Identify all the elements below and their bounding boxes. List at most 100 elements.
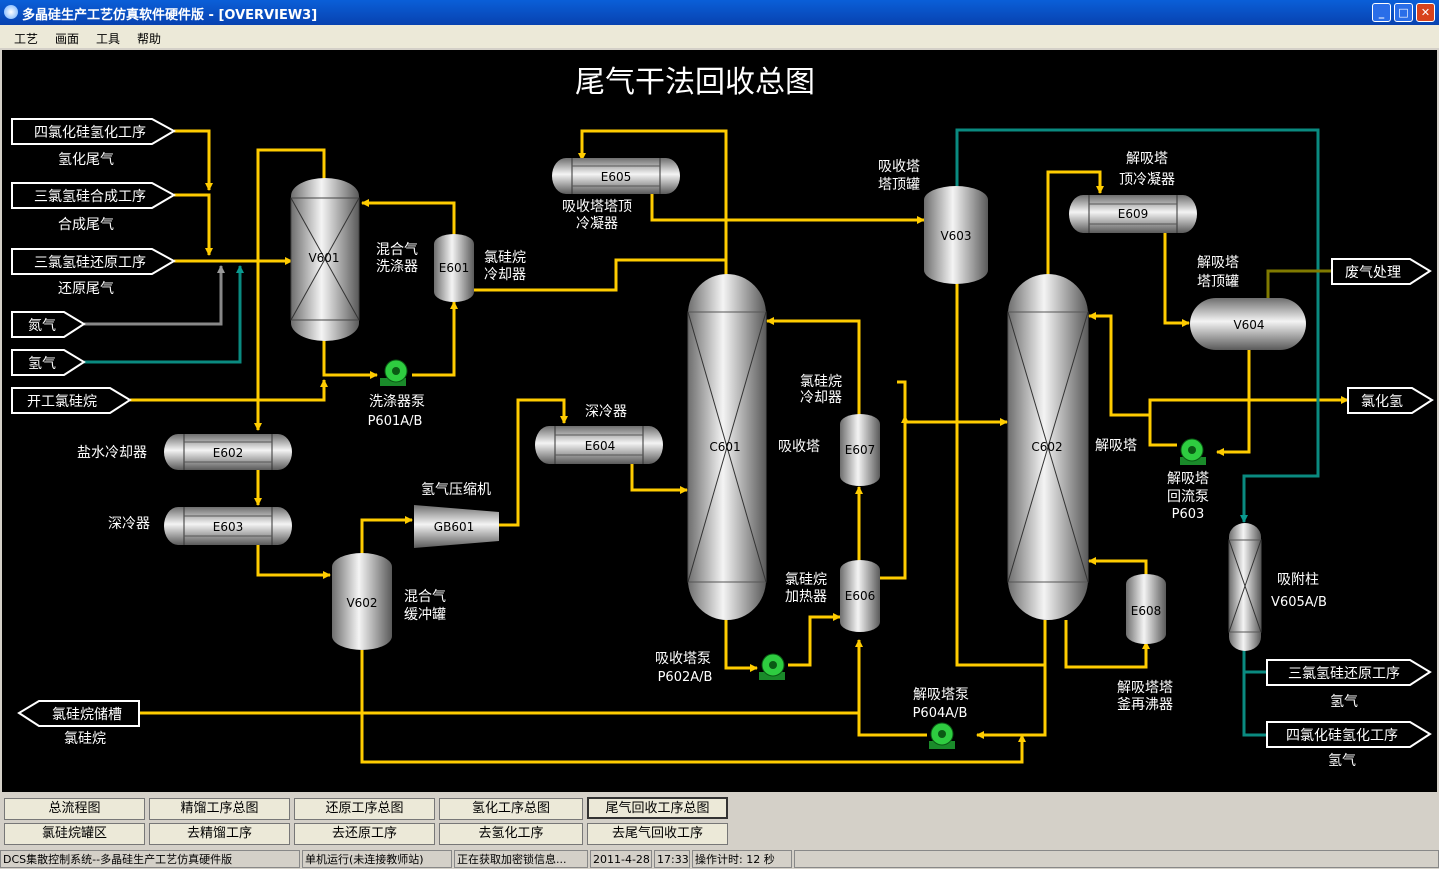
svg-text:E607: E607 bbox=[845, 443, 876, 457]
label-brine-cooler: 盐水冷却器 bbox=[77, 445, 147, 461]
output-tag-hcl: 氯化氢 bbox=[1347, 387, 1434, 414]
svg-text:三氯氢硅还原工序: 三氯氢硅还原工序 bbox=[1288, 666, 1400, 682]
svg-text:四氯化硅氢化工序: 四氯化硅氢化工序 bbox=[34, 125, 146, 141]
output-tag-chlorosilane-tank: 氯硅烷储槽 bbox=[17, 700, 140, 727]
label-e608-2: 釜再沸器 bbox=[1117, 697, 1173, 713]
nav-goto-hydrogenation[interactable]: 去氢化工序 bbox=[439, 823, 583, 845]
nav-goto-tail-gas[interactable]: 去尾气回收工序 bbox=[587, 823, 728, 845]
label-p603-2: 回流泵 bbox=[1167, 489, 1209, 505]
diagram-title: 尾气干法回收总图 bbox=[575, 65, 815, 100]
svg-text:E602: E602 bbox=[213, 446, 244, 460]
label-compressor: 氢气压缩机 bbox=[421, 482, 491, 498]
label-deep-cooler-1: 深冷器 bbox=[108, 516, 150, 532]
e603-deep-cooler[interactable]: E603 bbox=[164, 507, 292, 545]
nav-overall-flow[interactable]: 总流程图 bbox=[4, 798, 145, 820]
label-desorber: 解吸塔 bbox=[1095, 438, 1137, 454]
svg-text:E609: E609 bbox=[1118, 207, 1149, 221]
input-tag-reduction: 三氯氢硅还原工序 bbox=[11, 248, 177, 275]
svg-text:E601: E601 bbox=[439, 261, 470, 275]
pump-p601-icon[interactable] bbox=[380, 359, 408, 386]
svg-text:GB601: GB601 bbox=[434, 520, 474, 534]
input-tag-hydrogen: 氢气 bbox=[11, 349, 86, 376]
minimize-button[interactable]: _ bbox=[1372, 3, 1391, 22]
label-e607-2: 冷却器 bbox=[800, 390, 842, 406]
label-v602-1: 混合气 bbox=[404, 589, 446, 605]
status-mode: 单机运行(未连接教师站) bbox=[302, 850, 452, 868]
menu-process[interactable]: 工艺 bbox=[14, 32, 39, 46]
app-icon bbox=[4, 5, 18, 19]
e605-condenser[interactable]: E605 bbox=[552, 158, 680, 194]
status-empty bbox=[794, 850, 1439, 868]
v603-top-tank[interactable]: V603 bbox=[924, 186, 988, 284]
svg-text:三氯氢硅合成工序: 三氯氢硅合成工序 bbox=[34, 189, 146, 205]
label-v604-1: 解吸塔 bbox=[1197, 255, 1239, 271]
label-e605-1: 吸收塔塔顶 bbox=[562, 199, 632, 215]
c602-desorber[interactable]: C602 bbox=[1007, 274, 1089, 620]
menu-help[interactable]: 帮助 bbox=[137, 32, 162, 46]
nav-hydrogenation[interactable]: 氢化工序总图 bbox=[439, 798, 583, 820]
label-v601-2: 洗涤器 bbox=[376, 259, 418, 275]
c601-absorber[interactable]: C601 bbox=[687, 274, 767, 620]
svg-text:氯硅烷储槽: 氯硅烷储槽 bbox=[52, 707, 122, 723]
svg-text:C602: C602 bbox=[1031, 440, 1062, 454]
svg-text:氢气: 氢气 bbox=[28, 356, 56, 372]
nav-goto-reduction[interactable]: 去还原工序 bbox=[294, 823, 435, 845]
status-lock: 正在获取加密锁信息... bbox=[454, 850, 588, 868]
v603-to-v605-pipe bbox=[955, 128, 1320, 523]
e607-cooler[interactable]: E607 bbox=[840, 414, 880, 486]
v604-top-tank[interactable]: V604 bbox=[1190, 298, 1306, 350]
svg-text:V602: V602 bbox=[346, 596, 377, 610]
status-system: DCS集散控制系统--多晶硅生产工艺仿真硬件版 bbox=[0, 850, 300, 868]
pump-p602-icon[interactable] bbox=[759, 653, 785, 680]
nav-goto-rectification[interactable]: 去精馏工序 bbox=[149, 823, 290, 845]
v601-washer[interactable]: V601 bbox=[290, 178, 360, 341]
label-v601-1: 混合气 bbox=[376, 242, 418, 258]
nav-rectification[interactable]: 精馏工序总图 bbox=[149, 798, 290, 820]
status-time: 17:33 bbox=[654, 850, 690, 868]
e606-heater[interactable]: E606 bbox=[840, 560, 880, 632]
label-e601-1: 氯硅烷 bbox=[484, 250, 526, 266]
process-svg: 尾气干法回收总图 bbox=[11, 65, 1434, 769]
nav-tail-gas-recovery[interactable]: 尾气回收工序总图 bbox=[587, 797, 728, 819]
label-v603-1: 吸收塔 bbox=[878, 159, 920, 175]
menu-tools[interactable]: 工具 bbox=[96, 32, 121, 46]
waste-gas-pipe bbox=[1266, 269, 1332, 298]
e609-condenser[interactable]: E609 bbox=[1069, 195, 1197, 233]
label-e606-1: 氯硅烷 bbox=[785, 572, 827, 588]
v602-buffer-tank[interactable]: V602 bbox=[332, 553, 392, 650]
label-p604-2: P604A/B bbox=[913, 706, 968, 721]
svg-text:C601: C601 bbox=[709, 440, 740, 454]
label-out-h2-2: 氢气 bbox=[1328, 753, 1356, 769]
label-deep-cooler-2: 深冷器 bbox=[585, 404, 627, 420]
label-v605-2: V605A/B bbox=[1271, 595, 1327, 610]
process-diagram: 尾气干法回收总图 bbox=[2, 50, 1437, 792]
status-date: 2011-4-28 bbox=[590, 850, 652, 868]
window-title: 多晶硅生产工艺仿真软件硬件版 - [OVERVIEW3] bbox=[22, 8, 318, 23]
e602-brine-cooler[interactable]: E602 bbox=[164, 434, 292, 470]
maximize-button[interactable]: □ bbox=[1394, 3, 1413, 22]
label-hydro-tail: 氢化尾气 bbox=[58, 152, 114, 168]
menu-screen[interactable]: 画面 bbox=[55, 32, 80, 46]
svg-text:E608: E608 bbox=[1131, 604, 1162, 618]
close-button[interactable]: ✕ bbox=[1416, 3, 1435, 22]
input-tag-hydrogenation: 四氯化硅氢化工序 bbox=[11, 118, 177, 145]
label-p601-1: 洗涤器泵 bbox=[369, 394, 425, 410]
pump-p603-icon[interactable] bbox=[1180, 438, 1206, 465]
label-p601-2: P601A/B bbox=[368, 414, 423, 429]
nav-chlorosilane-tank[interactable]: 氯硅烷罐区 bbox=[4, 823, 145, 845]
label-e608-1: 解吸塔塔 bbox=[1117, 680, 1173, 696]
label-chlorosilane: 氯硅烷 bbox=[64, 731, 106, 747]
label-v603-2: 塔顶罐 bbox=[878, 177, 920, 193]
gb601-compressor[interactable]: GB601 bbox=[414, 505, 499, 548]
nav-reduction[interactable]: 还原工序总图 bbox=[294, 798, 435, 820]
v605-adsorber[interactable] bbox=[1228, 523, 1262, 651]
e608-reboiler[interactable]: E608 bbox=[1126, 574, 1166, 644]
pump-p604-icon[interactable] bbox=[929, 722, 955, 749]
svg-text:E605: E605 bbox=[601, 170, 632, 184]
nitrogen-pipe bbox=[84, 265, 225, 326]
label-e609-2: 顶冷凝器 bbox=[1119, 172, 1175, 188]
e604-deep-cooler[interactable]: E604 bbox=[535, 426, 663, 464]
label-v602-2: 缓冲罐 bbox=[404, 607, 446, 623]
output-tag-waste-gas: 废气处理 bbox=[1331, 258, 1432, 285]
e601-cooler[interactable]: E601 bbox=[434, 234, 474, 302]
